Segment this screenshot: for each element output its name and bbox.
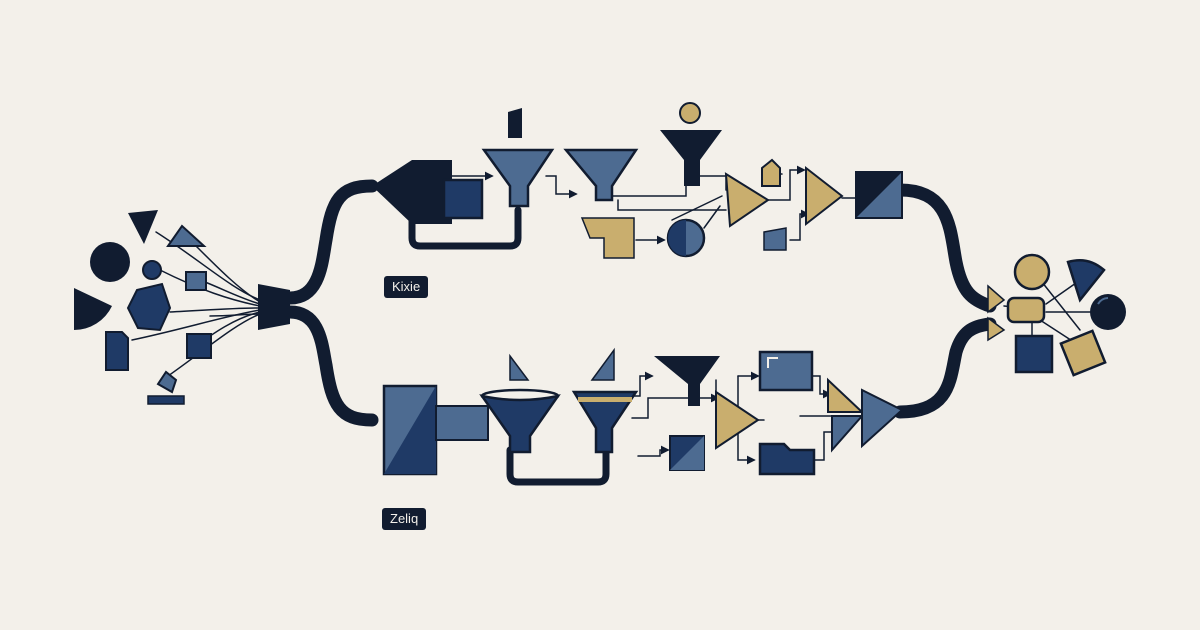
output-cone xyxy=(1066,259,1106,303)
bottom-folder-box xyxy=(758,442,816,476)
top-funnel-1 xyxy=(481,148,555,208)
bottom-gold-triangle-1 xyxy=(715,390,760,450)
top-entry-square xyxy=(442,178,484,220)
bottom-slate-triangle xyxy=(831,415,865,453)
top-gold-arch xyxy=(761,158,781,187)
input-circle-large xyxy=(90,242,130,282)
top-gold-triangle-2 xyxy=(805,165,844,227)
bottom-channel xyxy=(435,405,489,441)
merge-triangle-top xyxy=(987,284,1006,314)
bottom-exit-cone xyxy=(861,388,904,449)
output-gold-circle xyxy=(1013,253,1051,291)
input-triangle xyxy=(128,210,158,244)
output-dark-circle xyxy=(1090,294,1126,330)
top-funnel-2 xyxy=(563,148,639,202)
output-navy-square xyxy=(1014,334,1054,374)
output-gold-pill xyxy=(1006,296,1046,324)
bottom-flag-shape-1 xyxy=(509,353,530,381)
bottom-split-square-half xyxy=(670,436,704,470)
input-square-small xyxy=(185,271,207,291)
top-gold-bracket xyxy=(580,217,635,259)
top-person-head xyxy=(679,102,701,124)
merge-block xyxy=(987,284,1006,342)
bottom-pipeline xyxy=(382,347,904,476)
split-pipe-bottom xyxy=(283,305,379,427)
top-person-funnel xyxy=(660,130,722,186)
bottom-u-pipe xyxy=(506,446,610,486)
input-document xyxy=(105,331,129,371)
top-u-pipe xyxy=(408,206,522,250)
output-dark-circle-shine xyxy=(1097,297,1109,305)
input-cluster xyxy=(74,210,212,405)
merge-pipe-bottom xyxy=(893,317,997,419)
input-square-dark xyxy=(186,333,212,359)
input-polygon-small xyxy=(156,370,178,394)
bottom-funnel-1 xyxy=(479,394,561,454)
top-flag-shape xyxy=(508,108,522,138)
input-quarter-circle xyxy=(74,288,112,331)
bottom-flag-shape-2 xyxy=(590,347,615,381)
bottom-funnel-2 xyxy=(571,390,639,454)
input-house-shape xyxy=(166,224,207,247)
top-exit-block-diagonal xyxy=(856,172,902,218)
bottom-dark-funnel xyxy=(654,356,720,406)
input-hexagon xyxy=(126,282,172,332)
bottom-funnel-2-gold-band xyxy=(578,397,632,402)
splitter-block xyxy=(258,284,290,330)
top-small-slate-square xyxy=(763,227,787,251)
split-pipe-top xyxy=(283,179,379,305)
top-gold-triangle-1 xyxy=(724,172,770,228)
merge-triangle-bottom xyxy=(987,316,1006,342)
output-gold-diamond xyxy=(1059,329,1107,377)
bottom-pipeline-label: Zeliq xyxy=(382,508,427,530)
top-pipeline-label: Kixie xyxy=(384,276,429,298)
top-entry-funnel xyxy=(372,160,452,224)
output-cluster xyxy=(1006,253,1126,377)
merge-pipe-top xyxy=(893,183,997,313)
bottom-window-corner xyxy=(767,357,778,368)
bottom-entry-block-diagonal xyxy=(384,386,436,474)
input-circle-small xyxy=(142,260,162,280)
input-base-bar xyxy=(147,395,185,405)
bottom-gold-triangle-2 xyxy=(827,377,865,413)
top-split-circle-half xyxy=(668,220,686,256)
top-pipeline xyxy=(372,102,903,259)
